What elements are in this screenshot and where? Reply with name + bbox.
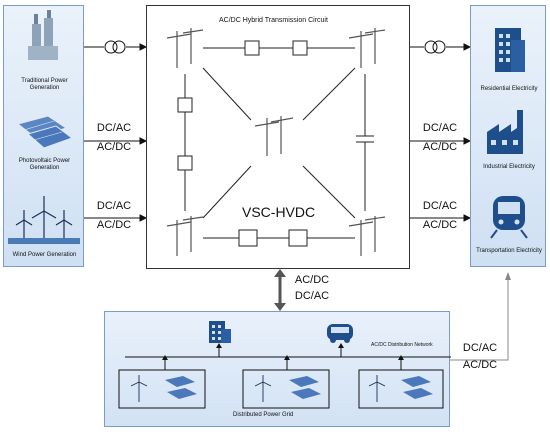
train-icon — [490, 196, 528, 239]
distributed-grid-label: Distributed Power Grid — [233, 412, 294, 418]
load-label-residential: Residential Electricity — [480, 86, 538, 92]
load-label-industrial: Industrial Electricity — [483, 164, 535, 170]
converter-industrial-bottom: AC/DC — [422, 141, 458, 153]
solar-panel-icon — [16, 115, 74, 149]
load-label-transportation: Transportation Electricity — [476, 248, 542, 254]
converter-distribution-link-bottom: AC/DC — [462, 359, 498, 371]
converter-wind-bottom: AC/DC — [96, 219, 132, 231]
converter-industrial-top: DC/AC — [422, 122, 458, 134]
circuit-title: AC/DC Hybrid Transmission Circuit — [219, 17, 328, 24]
power-sources-panel: Traditional Power Generation Photovoltai… — [3, 5, 84, 267]
building-icon — [495, 28, 525, 72]
converter-pv: DC/AC AC/DC — [88, 122, 140, 154]
converter-transport-bottom: AC/DC — [422, 219, 458, 231]
converter-industrial: DC/AC AC/DC — [414, 122, 466, 154]
converter-bottom-link-bottom: DC/AC — [294, 290, 330, 302]
distribution-diagram — [118, 321, 451, 409]
source-label-wind: Wind Power Generation — [12, 252, 77, 258]
factory-icon — [487, 110, 523, 154]
converter-pv-top: DC/AC — [96, 122, 132, 134]
converter-wind-top: DC/AC — [96, 200, 132, 212]
wind-turbine-icon — [8, 196, 80, 244]
source-label-photovoltaic: Photovoltaic Power Generation — [18, 158, 71, 171]
converter-pv-bottom: AC/DC — [96, 141, 132, 153]
loads-panel: Residential Electricity Industrial Elect… — [470, 5, 546, 267]
vsc-hvdc-label: VSC-HVDC — [242, 204, 316, 220]
circuit-diagram — [166, 28, 386, 256]
transmission-circuit-panel: AC/DC Hybrid Transmission Circuit — [146, 5, 410, 269]
converter-transport-top: DC/AC — [422, 200, 458, 212]
distribution-network-panel: AC/DC Distribution Network Distributed P… — [104, 311, 451, 427]
distribution-network-label: AC/DC Distribution Network — [371, 342, 433, 348]
converter-wind: DC/AC AC/DC — [88, 200, 140, 232]
car-icon — [327, 324, 353, 343]
converter-bottom-link-top: AC/DC — [294, 274, 330, 286]
building-icon — [209, 321, 231, 343]
converter-distribution-link: DC/AC AC/DC — [456, 342, 504, 372]
converter-distribution-link-top: DC/AC — [462, 342, 498, 354]
power-plant-icon — [28, 10, 58, 60]
converter-bottom-link: AC/DC DC/AC — [290, 274, 334, 303]
source-label-traditional: Traditional Power Generation — [21, 78, 68, 91]
converter-transport: DC/AC AC/DC — [414, 200, 466, 232]
